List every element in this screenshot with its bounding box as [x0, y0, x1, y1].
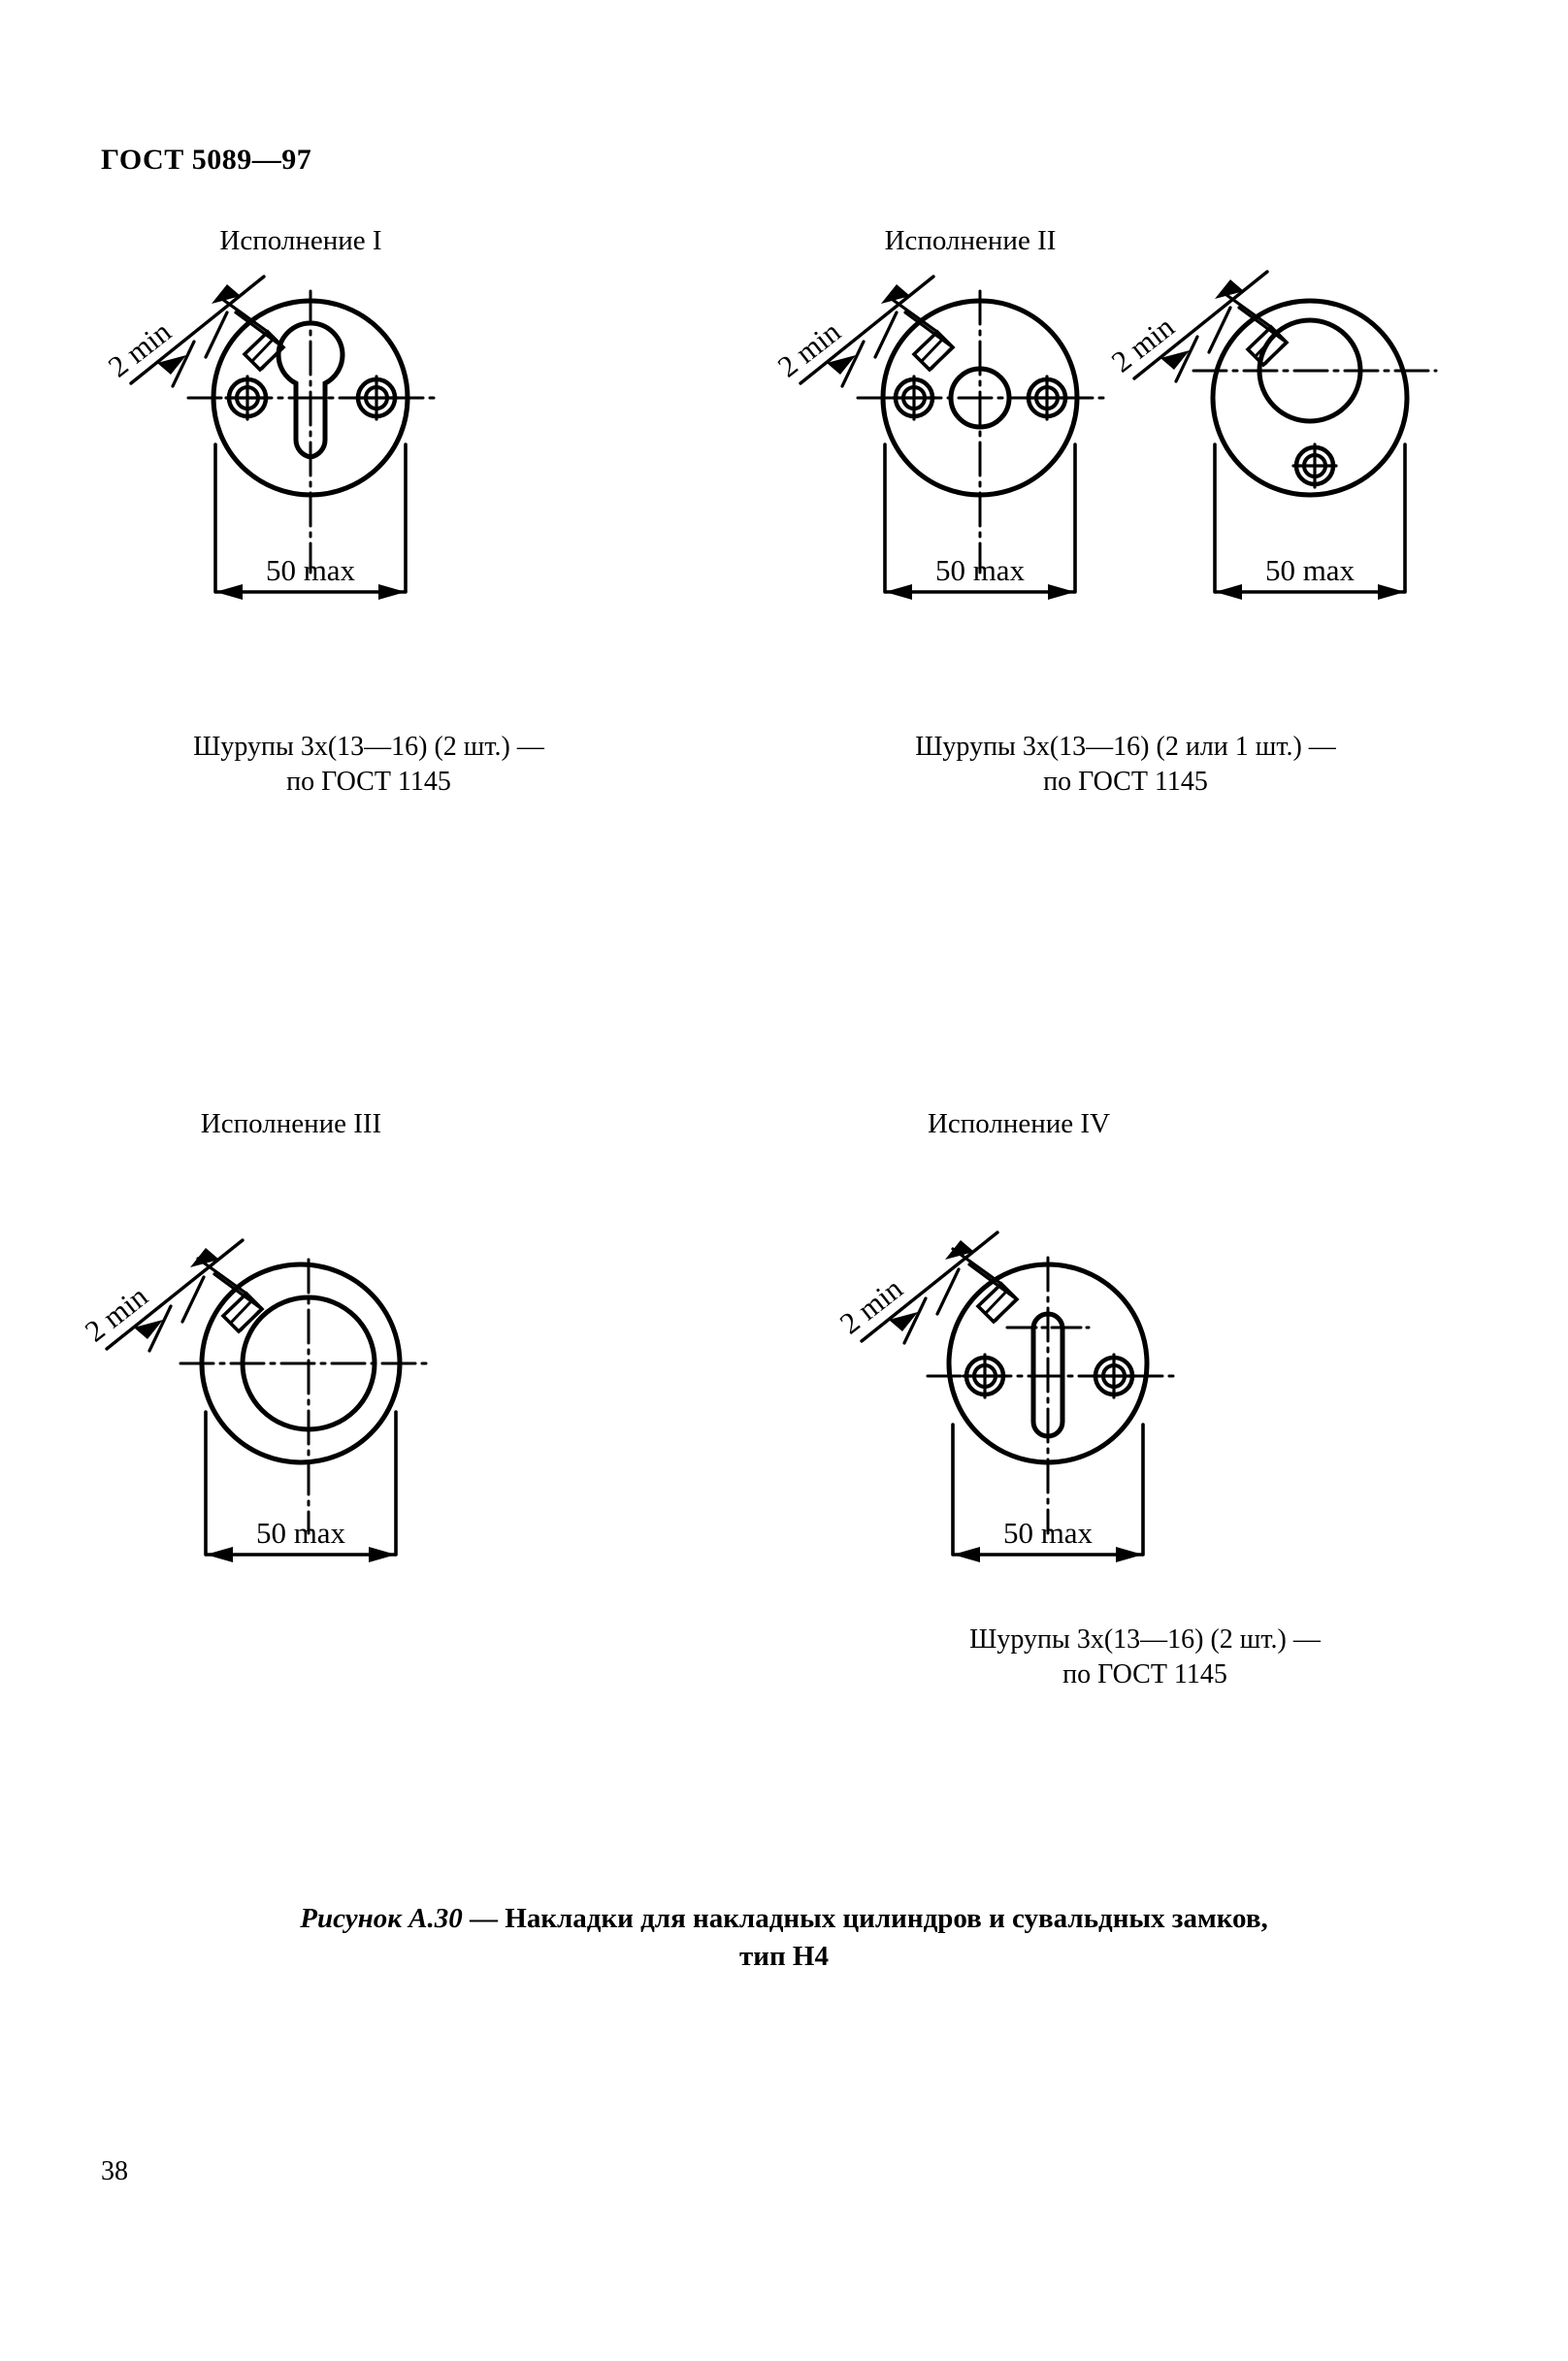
variant-title-2: Исполнение II [884, 225, 1057, 256]
figure-bottom-caption: Рисунок А.30 — Накладки для накладных ци… [0, 1900, 1568, 1976]
figure-2-caption-line1: Шурупы 3х(13—16) (2 или 1 шт.) — [915, 732, 1336, 762]
figure-1-max-label: 50 max [266, 553, 356, 587]
figure-2-caption: Шурупы 3х(13—16) (2 или 1 шт.) — по ГОСТ… [767, 730, 1485, 801]
figure-2b-drawing: 2 min 50 max [1105, 270, 1438, 600]
figure-2a-min-label: 2 min [771, 314, 847, 384]
figure-caption-text-1: Накладки для накладных цилиндров и сувал… [505, 1903, 1268, 1934]
figure-2b-max-label: 50 max [1265, 553, 1356, 587]
standard-header: ГОСТ 5089—97 [101, 144, 312, 176]
figure-1-caption-line2: по ГОСТ 1145 [286, 767, 451, 798]
variant-title-1: Исполнение I [219, 225, 382, 256]
figure-3-min-label: 2 min [79, 1279, 154, 1349]
variant-title-4: Исполнение IV [927, 1108, 1111, 1139]
figure-4-drawing: 2 min 50 max [833, 1230, 1178, 1562]
figure-4-min-label: 2 min [833, 1271, 909, 1341]
variant-title-3: Исполнение III [200, 1108, 382, 1139]
page-number: 38 [101, 2156, 128, 2186]
figure-2b-min-label: 2 min [1105, 310, 1181, 379]
figure-4-caption: Шурупы 3х(13—16) (2 шт.) — по ГОСТ 1145 [834, 1623, 1455, 1693]
figure-1-caption-line1: Шурупы 3х(13—16) (2 шт.) — [193, 732, 544, 762]
figure-3-drawing: 2 min 50 max [79, 1238, 431, 1562]
figure-4-caption-line2: по ГОСТ 1145 [1062, 1659, 1227, 1690]
figure-1-caption: Шурупы 3х(13—16) (2 шт.) — по ГОСТ 1145 [97, 730, 640, 801]
figure-4-caption-line1: Шурупы 3х(13—16) (2 шт.) — [969, 1624, 1321, 1655]
figure-reference: Рисунок А.30 [300, 1903, 463, 1934]
figure-1-drawing: 2 min 50 max [102, 275, 437, 600]
figure-3-max-label: 50 max [256, 1516, 346, 1550]
figure-bottom-caption-line2: тип Н4 [739, 1941, 829, 1973]
figure-2-caption-line2: по ГОСТ 1145 [1043, 767, 1208, 798]
figure-2a-drawing: 2 min 50 max [771, 275, 1106, 600]
figure-2a-max-label: 50 max [935, 553, 1026, 587]
figure-1-min-label: 2 min [102, 314, 178, 384]
figure-bottom-caption-line1: Рисунок А.30 — Накладки для накладных ци… [107, 1900, 1461, 1938]
figure-caption-dash: — [462, 1903, 506, 1934]
figure-4-max-label: 50 max [1003, 1516, 1094, 1550]
